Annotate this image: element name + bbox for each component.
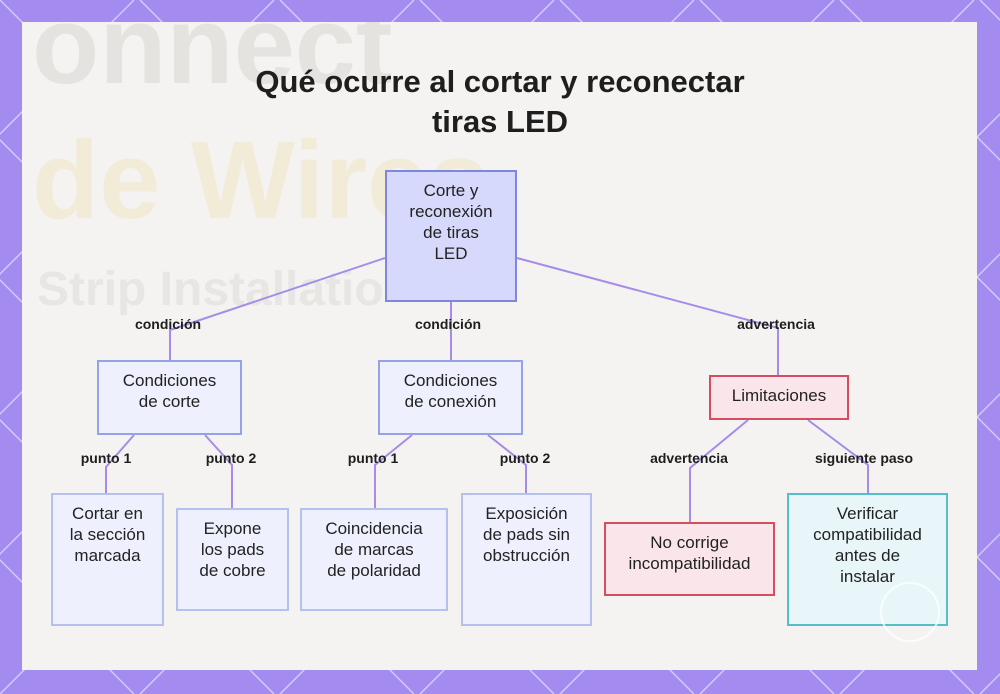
edge-label: punto 2 xyxy=(205,450,257,466)
edge-label: punto 1 xyxy=(80,450,132,466)
connector-line xyxy=(487,434,527,493)
edge-label: condición xyxy=(134,316,202,332)
background-word: onnect xyxy=(32,22,393,107)
diagram-title: Qué ocurre al cortar y reconectar tiras … xyxy=(200,62,800,142)
title-line: Qué ocurre al cortar y reconectar xyxy=(255,64,745,99)
connector-line xyxy=(807,419,869,493)
edge-label: punto 2 xyxy=(499,450,551,466)
edge-label: condición xyxy=(414,316,482,332)
node-limitaciones: Limitaciones xyxy=(709,375,849,420)
background-word: Strip Installatio xyxy=(37,263,384,316)
frame-pattern-line xyxy=(0,558,135,694)
frame-pattern-line xyxy=(0,0,135,136)
edge-label: advertencia xyxy=(737,316,815,332)
connector-line xyxy=(204,434,233,508)
edge-label: punto 1 xyxy=(347,450,399,466)
watermark-logo xyxy=(880,582,940,642)
connector-line xyxy=(105,434,135,493)
connector-line xyxy=(374,434,413,508)
title-line: tiras LED xyxy=(431,104,569,139)
connector-line xyxy=(516,257,779,375)
edge-label: advertencia xyxy=(650,450,728,466)
connector-line xyxy=(169,257,386,360)
connector-line xyxy=(689,419,749,522)
edge-label: siguiente paso xyxy=(814,450,914,466)
